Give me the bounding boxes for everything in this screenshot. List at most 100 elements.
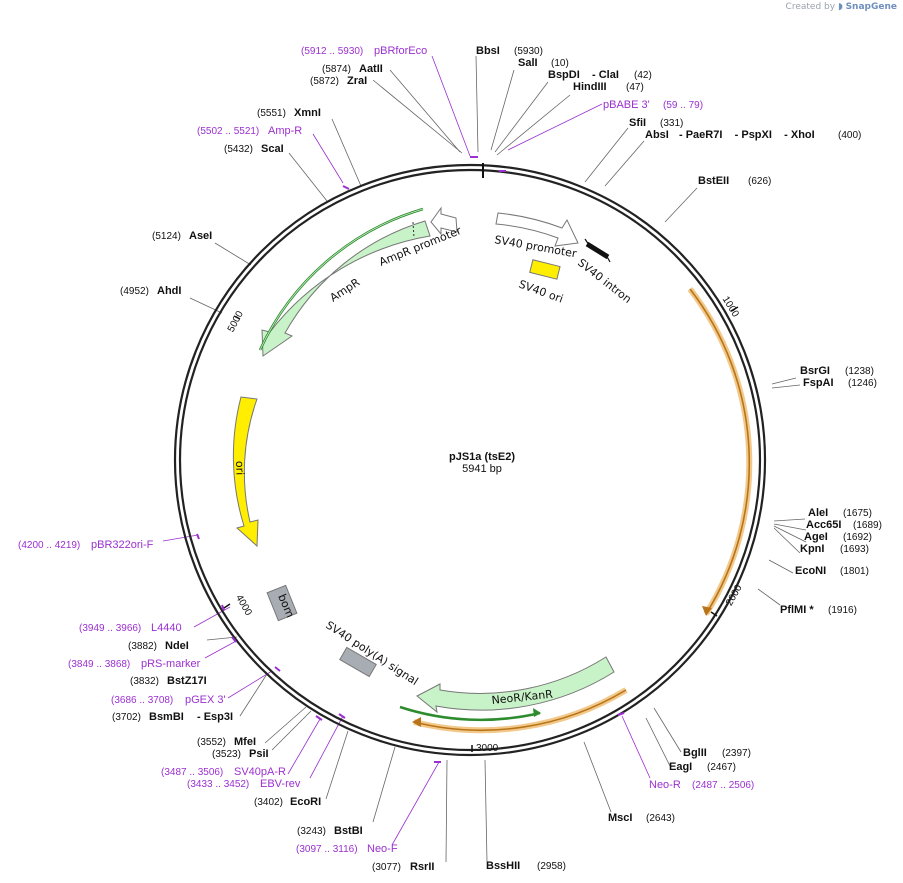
site-pos: (1692) xyxy=(843,532,872,543)
primer-name[interactable]: L4440 xyxy=(151,622,182,634)
site-name[interactable]: BglII xyxy=(683,747,707,759)
label-sv40-intron: SV40 intron xyxy=(575,256,634,306)
primer-name[interactable]: Neo-R xyxy=(649,779,681,791)
primer-range: (3487 .. 3506) xyxy=(161,767,223,778)
primer-range: (3849 .. 3868) xyxy=(68,659,130,670)
site-pos: (3243) xyxy=(297,826,326,837)
site-pos: (3702) xyxy=(112,712,141,723)
backbone-inner-ring xyxy=(178,168,762,752)
site-pos: (2467) xyxy=(707,762,736,773)
primer-name[interactable]: pBRforEco xyxy=(374,45,427,57)
label-ampr: AmpR xyxy=(328,276,363,305)
site-name[interactable]: XmnI xyxy=(294,107,321,119)
label-sv40-polya: SV40 poly(A) signal xyxy=(323,619,420,688)
plasmid-size: 5941 bp xyxy=(462,463,502,475)
primer-name[interactable]: SV40pA-R xyxy=(234,766,286,778)
site-name[interactable]: MfeI xyxy=(234,736,256,748)
primer-name[interactable]: Neo-F xyxy=(367,843,398,855)
site-name[interactable]: BssHII xyxy=(486,860,520,872)
site-name[interactable]: MscI xyxy=(608,812,632,824)
site-pos: (1916) xyxy=(828,605,857,616)
site-pos: (5432) xyxy=(224,144,253,155)
primer-range: (59 .. 79) xyxy=(663,100,703,111)
sv40-polya-box[interactable] xyxy=(339,646,377,678)
size-ticks xyxy=(223,306,739,752)
site-pos: (2643) xyxy=(646,813,675,824)
orf-bottom-arrowhead xyxy=(412,717,421,727)
sv40-intron-bar[interactable] xyxy=(585,241,610,260)
site-name[interactable]: AgeI xyxy=(804,531,828,543)
site-extra[interactable]: - PaeR7I - PspXI - XhoI xyxy=(679,129,815,141)
site-name[interactable]: BstZ17I xyxy=(167,675,207,687)
site-name[interactable]: BsmBI xyxy=(149,711,184,723)
site-name[interactable]: BstEII xyxy=(698,175,729,187)
site-pos: (3832) xyxy=(130,676,159,687)
site-name[interactable]: KpnI xyxy=(800,543,824,555)
primer-name[interactable]: Amp-R xyxy=(268,125,302,137)
primer-name[interactable]: pRS-marker xyxy=(141,658,201,670)
neo-arrow[interactable] xyxy=(416,656,615,714)
site-name[interactable]: ScaI xyxy=(261,143,284,155)
site-name[interactable]: AatII xyxy=(359,63,383,75)
site-name[interactable]: AbsI xyxy=(645,129,669,141)
bom-box[interactable] xyxy=(266,584,298,622)
site-pos: (626) xyxy=(748,176,771,187)
site-name[interactable]: AhdI xyxy=(157,285,181,297)
site-pos: (1801) xyxy=(840,566,869,577)
site-pos: (3552) xyxy=(197,737,226,748)
site-extra[interactable]: - Esp3I xyxy=(197,711,233,723)
site-name[interactable]: PflMI * xyxy=(780,604,814,616)
site-pos: (42) xyxy=(634,70,652,81)
site-name[interactable]: ZraI xyxy=(347,75,367,87)
site-name[interactable]: HindIII xyxy=(573,81,607,93)
tick-label-4000: 4000 xyxy=(233,593,254,618)
site-name[interactable]: EcoRI xyxy=(290,796,321,808)
site-name[interactable]: BsrGI xyxy=(800,365,830,377)
site-name[interactable]: AseI xyxy=(189,230,212,242)
orf-right-arrowhead xyxy=(702,606,712,616)
site-pos: (1675) xyxy=(843,508,872,519)
site-name[interactable]: SalI xyxy=(518,57,538,69)
neo-orf-arrowhead xyxy=(533,708,541,717)
snapgene-credit: Created by ◗ SnapGene xyxy=(786,2,897,12)
sv40-ori-box[interactable] xyxy=(529,259,561,280)
site-name[interactable]: BstBI xyxy=(334,825,363,837)
site-name[interactable]: SfiI xyxy=(629,117,646,129)
site-name[interactable]: EcoNI xyxy=(795,565,826,577)
primer-marks xyxy=(196,156,625,763)
site-labels: BbsI (5930) SalI (10) BspDI - ClaI (42) … xyxy=(112,45,882,873)
site-name[interactable]: AleI xyxy=(808,507,828,519)
ori-arrow[interactable] xyxy=(232,396,259,548)
site-pos: (1238) xyxy=(845,366,874,377)
site-name[interactable]: RsrII xyxy=(410,861,434,873)
sv40-promoter-arrow[interactable] xyxy=(495,212,579,247)
site-name[interactable]: PsiI xyxy=(249,748,269,760)
primer-name[interactable]: pBABE 3' xyxy=(603,99,650,111)
site-pos: (2397) xyxy=(722,748,751,759)
primer-labels: (5912 .. 5930) pBRforEco pBABE 3' (59 ..… xyxy=(18,45,754,855)
site-name[interactable]: BbsI xyxy=(476,45,500,57)
primer-range: (5502 .. 5521) xyxy=(197,126,259,137)
primer-range: (2487 .. 2506) xyxy=(692,780,754,791)
site-name[interactable]: Acc65I xyxy=(806,519,841,531)
site-pos: (3523) xyxy=(212,749,241,760)
primer-name[interactable]: pBR322ori-F xyxy=(91,539,154,551)
site-name[interactable]: NdeI xyxy=(165,640,189,652)
site-name[interactable]: FspAI xyxy=(803,377,834,389)
site-extra[interactable]: - ClaI xyxy=(592,69,619,81)
neo-orf-line xyxy=(399,705,541,722)
tick-label-2000: 2000 xyxy=(724,583,745,608)
ampr-promoter-arrow[interactable] xyxy=(430,206,458,236)
primer-name[interactable]: EBV-rev xyxy=(260,778,301,790)
orf-right-line xyxy=(689,288,751,615)
site-pos: (3882) xyxy=(128,641,157,652)
primer-range: (3686 .. 3708) xyxy=(111,695,173,706)
site-name[interactable]: BspDI xyxy=(548,69,580,81)
sv40-intron-cap-left xyxy=(584,238,592,249)
primer-range: (4200 .. 4219) xyxy=(18,540,80,551)
site-pos: (4952) xyxy=(120,286,149,297)
site-pos: (5874) xyxy=(322,64,351,75)
primer-name[interactable]: pGEX 3' xyxy=(185,694,226,706)
site-name[interactable]: EagI xyxy=(669,761,692,773)
